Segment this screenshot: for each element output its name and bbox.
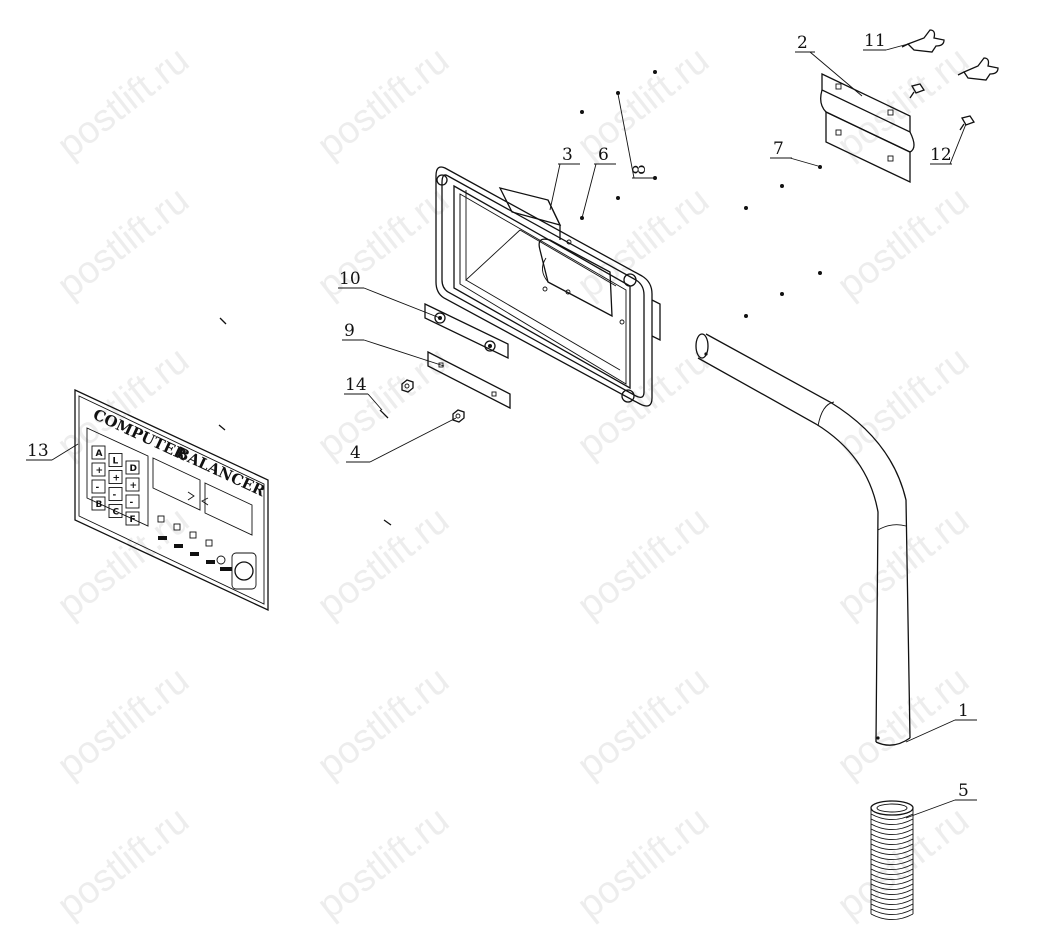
- watermark-text: postlift.ru: [310, 179, 457, 307]
- panel-title-line2: BALANCER: [173, 443, 268, 500]
- watermark-text: postlift.ru: [50, 179, 197, 307]
- svg-text:13: 13: [27, 441, 49, 461]
- keypad-key: -: [91, 479, 106, 494]
- callout-2: 2: [795, 33, 863, 97]
- callout-10: 10: [338, 269, 441, 319]
- keypad-key: A: [91, 445, 106, 460]
- watermark-text: postlift.ru: [310, 799, 457, 927]
- svg-text:3: 3: [562, 145, 573, 165]
- watermark-text: postlift.ru: [50, 799, 197, 927]
- part-14-screw: [379, 409, 389, 419]
- callout-12: 12: [930, 123, 967, 165]
- watermark-text: postlift.ru: [570, 39, 717, 167]
- keypad-key-label: +: [96, 466, 104, 476]
- watermark-text: postlift.ru: [310, 339, 457, 467]
- watermark-text: postlift.ru: [50, 659, 197, 787]
- svg-text:7: 7: [773, 139, 784, 159]
- svg-text:12: 12: [930, 145, 952, 165]
- callout-6: 6: [581, 145, 616, 219]
- keypad-key-label: -: [113, 491, 117, 501]
- svg-text:2: 2: [797, 33, 808, 53]
- fastener-dots: [580, 70, 822, 318]
- panel-screws: [218, 317, 392, 526]
- keypad-key-label: +: [130, 481, 138, 491]
- part-1-bent-tube: [695, 333, 911, 746]
- svg-text:9: 9: [344, 321, 355, 341]
- keypad-key-label: L: [113, 457, 119, 467]
- keypad-key-label: C: [113, 508, 120, 518]
- svg-text:11: 11: [864, 31, 886, 51]
- keypad-key-label: D: [130, 464, 137, 474]
- watermark-text: postlift.ru: [570, 659, 717, 787]
- callout-1: 1: [905, 701, 977, 743]
- part-5-spring: [870, 800, 914, 921]
- callout-4: 4: [346, 417, 457, 463]
- keypad-key: +: [125, 477, 140, 492]
- part-9-strip: [427, 350, 511, 410]
- part-3-housing-frame: [435, 166, 661, 407]
- watermark-text: postlift.ru: [830, 659, 977, 787]
- watermark-text: postlift.ru: [830, 179, 977, 307]
- svg-text:8: 8: [630, 164, 650, 175]
- keypad-key-label: -: [130, 498, 134, 508]
- watermark-text: postlift.ru: [830, 499, 977, 627]
- callout-7: 7: [770, 139, 819, 167]
- watermark-text: postlift.ru: [830, 339, 977, 467]
- watermark-text: postlift.ru: [50, 499, 197, 627]
- svg-text:5: 5: [958, 781, 969, 801]
- keypad-key: D: [125, 460, 140, 475]
- callout-11: 11: [863, 31, 909, 51]
- callout-14: 14: [344, 375, 383, 411]
- watermark-text: postlift.ru: [310, 499, 457, 627]
- watermark-text: postlift.ru: [570, 499, 717, 627]
- keypad-key-label: B: [96, 500, 103, 510]
- keypad-key: C: [108, 504, 123, 518]
- keypad: ALD+++---BCF: [91, 445, 140, 526]
- keypad-key-label: +: [113, 474, 121, 484]
- keypad-key: L: [108, 453, 123, 467]
- part-10-strip: [424, 302, 509, 360]
- keypad-key: F: [125, 511, 140, 526]
- callout-13: 13: [26, 441, 79, 461]
- part-12-bolts: [909, 83, 975, 131]
- keypad-key: B: [91, 496, 106, 511]
- keypad-key-label: -: [96, 483, 100, 493]
- watermark-text: postlift.ru: [830, 39, 977, 167]
- svg-text:10: 10: [339, 269, 361, 289]
- svg-text:1: 1: [958, 701, 969, 721]
- svg-text:4: 4: [350, 443, 361, 463]
- keypad-key: +: [108, 470, 123, 484]
- part-11-wing-knobs: [901, 29, 999, 81]
- svg-text:6: 6: [598, 145, 609, 165]
- watermark-text: postlift.ru: [570, 799, 717, 927]
- callout-9: 9: [342, 321, 445, 367]
- keypad-key: -: [108, 487, 123, 501]
- callout-5: 5: [905, 781, 977, 819]
- part-2-mounting-plate: [820, 72, 915, 184]
- svg-text:14: 14: [345, 375, 367, 395]
- callout-8: 8: [617, 93, 655, 179]
- callouts: 1 2 3 4 5 6 7: [26, 31, 977, 819]
- keypad-key-label: F: [130, 515, 136, 525]
- watermark-text: postlift.ru: [310, 39, 457, 167]
- keypad-key-label: A: [96, 449, 103, 459]
- keypad-key: +: [91, 462, 106, 477]
- keypad-key: -: [125, 494, 140, 509]
- watermark-text: postlift.ru: [310, 659, 457, 787]
- watermark-text: postlift.ru: [50, 39, 197, 167]
- callout-3: 3: [549, 145, 580, 211]
